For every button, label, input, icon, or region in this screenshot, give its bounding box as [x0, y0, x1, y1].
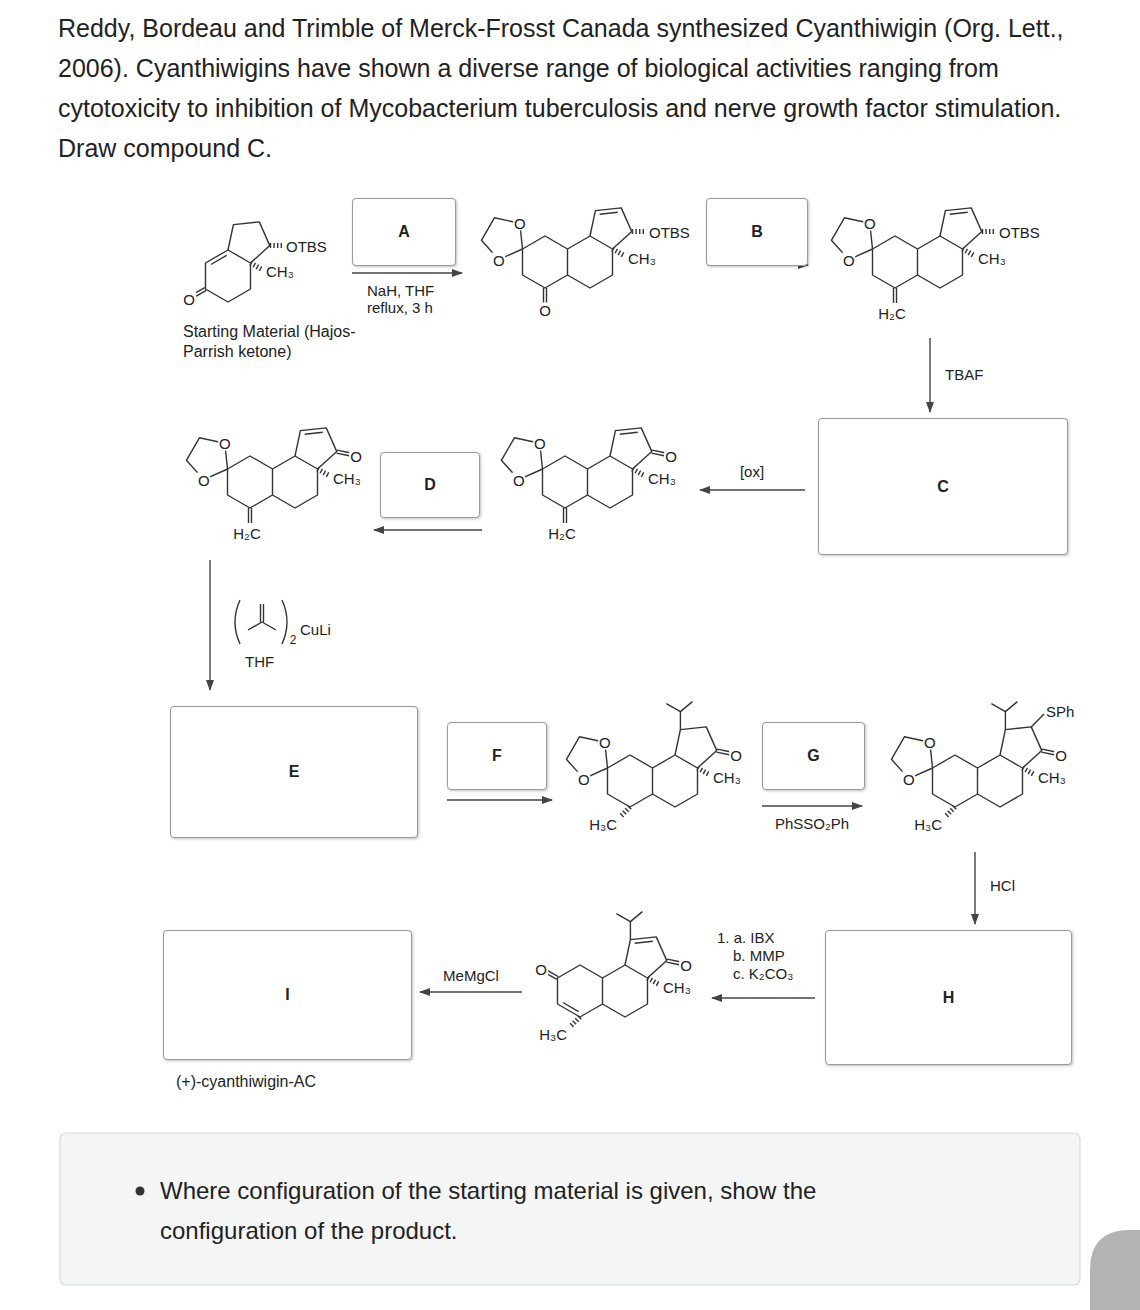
box-letter: C — [937, 477, 949, 496]
atom-label: CH₃ — [647, 471, 677, 486]
reagent-label: c. K₂CO₃ — [733, 966, 793, 983]
answer-box: H — [825, 930, 1072, 1065]
atom-label: H₃C — [588, 817, 618, 832]
atom-label: O — [902, 771, 916, 786]
atom-label: O — [679, 957, 693, 972]
atom-label: CH₃ — [977, 251, 1007, 266]
reagent-label: TBAF — [945, 367, 983, 384]
corner-tab — [1090, 1230, 1140, 1310]
compound-name: Starting Material (Hajos-Parrish ketone) — [183, 322, 373, 362]
atom-label: SPh — [1045, 704, 1075, 719]
atom-label: O — [729, 747, 743, 762]
box-letter: G — [807, 746, 819, 765]
subscript-count: 2 — [290, 634, 297, 647]
atom-label: O — [863, 216, 877, 231]
answer-box: A — [352, 198, 456, 266]
atom-label: H₃C — [538, 1027, 568, 1042]
note-text: Where configuration of the starting mate… — [160, 1171, 950, 1251]
atom-label: O — [842, 252, 856, 267]
question-text: Reddy, Bordeau and Trimble of Merck-Fros… — [58, 8, 1090, 168]
reagent-label: 1. a. IBX — [717, 930, 775, 947]
answer-box: G — [762, 722, 865, 790]
atom-label: H₂C — [547, 526, 577, 541]
box-letter: E — [289, 762, 300, 781]
atom-label: O — [533, 436, 547, 451]
reagent-label: CuLi — [300, 622, 331, 639]
answer-box: D — [380, 452, 480, 518]
atom-label: CH₃ — [662, 980, 692, 995]
reagent-label: [ox] — [740, 464, 764, 481]
atom-label: OTBS — [998, 224, 1041, 239]
box-letter: D — [424, 475, 436, 494]
atom-label: O — [197, 472, 211, 487]
answer-box: E — [170, 706, 418, 838]
reaction-arrows — [210, 265, 975, 998]
atom-label: O — [577, 771, 591, 786]
box-letter: B — [751, 222, 763, 241]
atom-label: O — [923, 735, 937, 750]
answer-box: B — [706, 198, 808, 266]
atom-label: O — [218, 436, 232, 451]
reagent-label: PhSSO₂Ph — [775, 816, 849, 833]
atom-label: O — [534, 961, 548, 976]
atom-label: O — [492, 252, 506, 267]
box-letter: H — [943, 988, 955, 1007]
reagent-label: HCl — [990, 878, 1015, 895]
compound-name: (+)-cyanthiwigin-AC — [176, 1073, 316, 1091]
atom-label: CH₃ — [332, 471, 362, 486]
box-letter: A — [398, 222, 410, 241]
atom-label: O — [1054, 747, 1068, 762]
atom-label: O — [349, 448, 363, 463]
answer-box: I(+)-cyanthiwigin-AC — [163, 930, 412, 1060]
atom-label: O — [513, 216, 527, 231]
reagent-label: NaH, THF reflux, 3 h — [367, 283, 462, 316]
atom-label: O — [182, 291, 196, 306]
box-letter: F — [492, 746, 502, 765]
atom-label: OTBS — [648, 224, 691, 239]
bullet — [136, 1187, 145, 1196]
atom-label: H₂C — [877, 306, 907, 321]
answer-box: C — [818, 418, 1068, 555]
reagent-label: MeMgCl — [443, 968, 499, 985]
atom-label: CH₃ — [265, 264, 295, 279]
atom-label: O — [512, 472, 526, 487]
atom-label: H₂C — [232, 526, 262, 541]
box-letter: I — [285, 985, 289, 1004]
note-panel — [60, 1133, 1080, 1285]
atom-label: H₃C — [913, 817, 943, 832]
atom-label: OTBS — [285, 238, 328, 253]
atom-label: CH₃ — [627, 251, 657, 266]
atom-label: O — [598, 735, 612, 750]
reagent-label: b. MMP — [733, 948, 785, 965]
atom-label: O — [538, 303, 552, 318]
atom-label: CH₃ — [712, 770, 742, 785]
answer-box: F — [447, 722, 547, 790]
reagent-label: THF — [245, 654, 274, 671]
atom-label: CH₃ — [1037, 770, 1067, 785]
atom-label: O — [664, 448, 678, 463]
